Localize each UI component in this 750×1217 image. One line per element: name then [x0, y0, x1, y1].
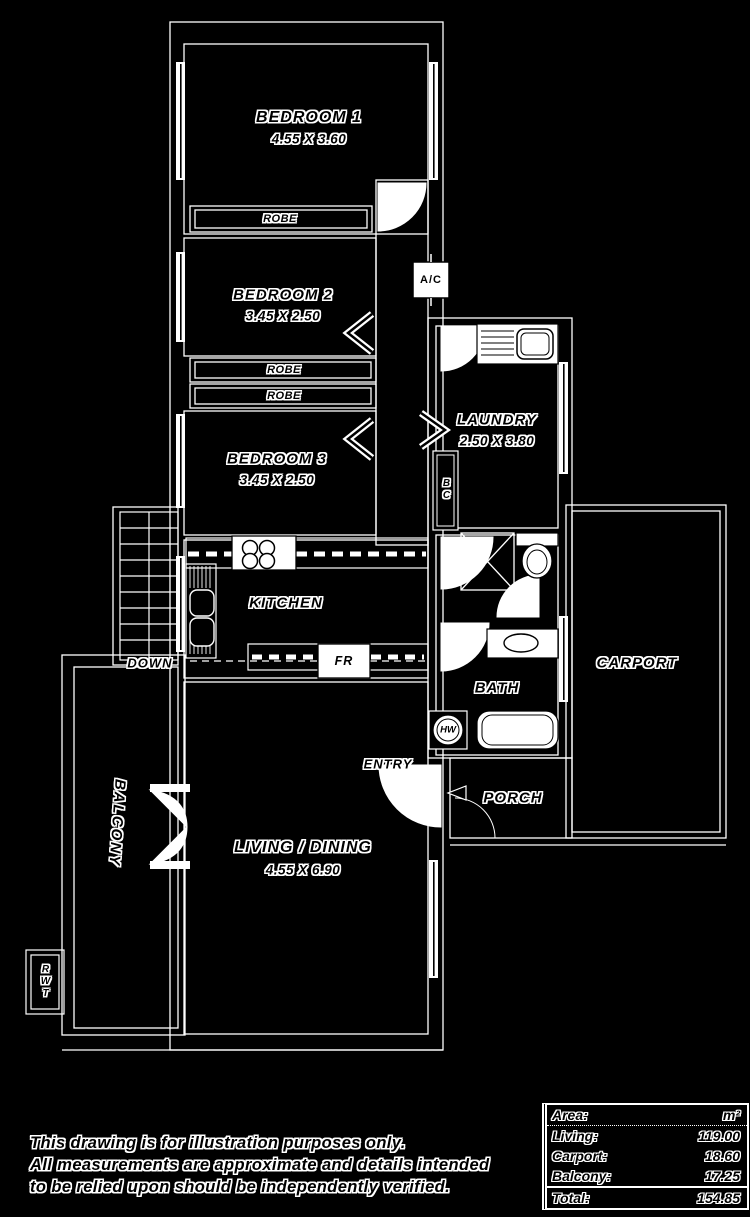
hot-water-unit — [428, 710, 468, 750]
area-table-row-balcony: Balcony: 17.25 — [547, 1166, 747, 1186]
bedroom2-dims: 3.45 X 2.50 — [245, 308, 321, 324]
porch-label: PORCH — [483, 789, 543, 807]
hot-water-label: HW — [440, 724, 456, 736]
entry-door — [378, 764, 442, 828]
carport-label: CARPORT — [596, 654, 678, 672]
laundry-label: LAUNDRY — [456, 411, 538, 429]
bath-label: BATH — [474, 679, 520, 697]
total-area-label: Total: — [552, 1190, 590, 1206]
hallway-walls — [375, 179, 429, 546]
toilet — [515, 532, 559, 579]
kitchen-sink-bench — [185, 563, 217, 659]
bathtub — [476, 710, 559, 750]
bathroom-fixtures — [428, 532, 559, 750]
doors — [148, 182, 540, 869]
robe2-label: ROBE — [267, 364, 301, 376]
kitchen-label: KITCHEN — [249, 594, 323, 612]
bedroom3-label: BEDROOM 3 — [227, 450, 327, 468]
laundry-tub — [516, 328, 554, 360]
total-area-value: 154.85 — [697, 1190, 740, 1206]
robe3-label: ROBE — [267, 390, 301, 402]
living-area-label: Living: — [552, 1128, 598, 1144]
balcony-area-value: 17.25 — [704, 1168, 740, 1184]
entry-label: ENTRY — [363, 756, 413, 772]
robe1-label: ROBE — [263, 213, 297, 225]
area-table: Area: m² Living: 119.00 Carport: 18.60 B… — [542, 1103, 749, 1210]
balcony-walls — [61, 654, 186, 1036]
down-label: DOWN — [127, 655, 173, 671]
stairs — [119, 511, 179, 661]
living-dining-dims: 4.55 X 6.90 — [265, 862, 341, 878]
rainwater-tank — [25, 949, 65, 1015]
balcony-french-doors — [148, 784, 190, 869]
carport-area-value: 18.60 — [704, 1148, 740, 1164]
kitchen-sink-bowl-2 — [189, 617, 215, 647]
bedroom2-door-arrow — [342, 311, 375, 355]
vanity — [486, 628, 559, 659]
area-table-header: Area: m² — [547, 1105, 747, 1126]
bedroom1-dims: 4.55 X 3.60 — [271, 131, 347, 147]
porch-direction-arrow — [446, 785, 467, 801]
ac-label: A/C — [420, 274, 442, 286]
carport-area-label: Carport: — [552, 1148, 608, 1164]
kitchen-bench-top — [185, 537, 429, 569]
disclaimer-line-1: This drawing is for illustration purpose… — [30, 1134, 406, 1152]
laundry-fixtures — [432, 323, 559, 531]
bedroom3-door-arrow — [342, 417, 375, 461]
fridge-label: FR — [334, 654, 354, 668]
living-area-value: 119.00 — [698, 1128, 740, 1144]
robe-cabinets — [189, 205, 377, 409]
vanity-basin — [503, 633, 539, 653]
laundry-dims: 2.50 X 3.80 — [459, 433, 535, 449]
ac-unit — [412, 254, 450, 306]
disclaimer: This drawing is for illustration purpose… — [30, 1132, 490, 1198]
bedroom2-label: BEDROOM 2 — [233, 286, 333, 304]
kitchen-sink-bowl-1 — [189, 589, 215, 617]
wc-door — [496, 574, 540, 618]
bedroom3-dims: 3.45 X 2.50 — [239, 472, 315, 488]
laundry-entry-arrow — [418, 410, 452, 450]
carport-outline — [565, 504, 727, 839]
area-table-row-carport: Carport: 18.60 — [547, 1146, 747, 1166]
bath-lobby-door — [440, 536, 494, 590]
area-table-row-living: Living: 119.00 — [547, 1126, 747, 1146]
windows — [176, 62, 568, 978]
broom-cupboard-label: BC — [441, 478, 452, 502]
rwt-label: RWT — [40, 964, 51, 1000]
shower — [460, 532, 515, 591]
living-walls — [183, 681, 429, 1035]
bath-door — [440, 622, 490, 672]
area-table-header-label: Area: — [552, 1107, 588, 1123]
bedroom1-label: BEDROOM 1 — [256, 109, 362, 126]
disclaimer-line-3: to be relied upon should be independentl… — [30, 1178, 451, 1196]
door-arrows — [342, 311, 467, 801]
area-table-row-total: Total: 154.85 — [547, 1186, 747, 1208]
disclaimer-line-2: All measurements are approximate and det… — [30, 1156, 490, 1174]
living-dining-label: LIVING / DINING — [234, 839, 372, 856]
balcony-area-label: Balcony: — [552, 1168, 612, 1184]
walls — [61, 21, 727, 1051]
fridge — [317, 643, 371, 679]
bedroom1-door — [377, 182, 427, 232]
area-table-header-unit: m² — [722, 1107, 740, 1123]
kitchen-fixtures — [185, 535, 429, 679]
